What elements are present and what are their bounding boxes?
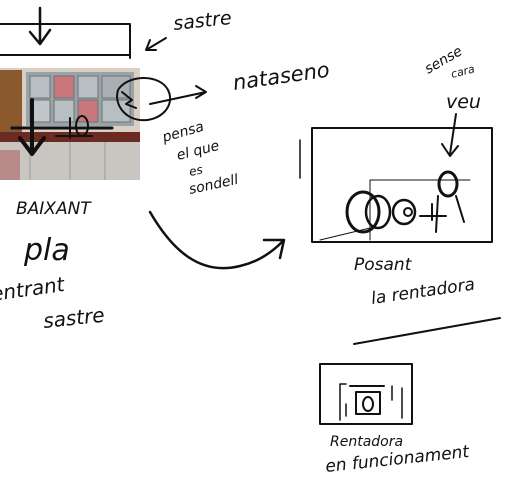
panel-3-washing-machine — [340, 384, 402, 420]
curved-transition-arrow-icon — [150, 212, 284, 268]
cara-line: cara — [450, 62, 477, 80]
posant-line: Posant — [354, 255, 413, 275]
sastre-line: sastre — [42, 303, 106, 333]
arrow-to-character-icon — [442, 114, 458, 156]
label-pla: pla — [23, 233, 70, 268]
arrow-to-nataseno-icon — [150, 86, 206, 104]
veu-line: veu — [446, 91, 481, 113]
es-line: es — [188, 162, 204, 179]
panel-1-frame — [0, 24, 130, 58]
la-rentadora-line: la rentadora — [370, 275, 476, 309]
label-rentadora-en-funcionament: Rentadora en funcionament — [324, 434, 471, 477]
divider-line — [354, 318, 500, 344]
entrant-line: entrant — [0, 272, 67, 306]
label-entrant-sastre: entrant sastre — [0, 272, 106, 333]
label-nataseno: nataseno — [231, 58, 331, 95]
el-que-line: el que — [175, 138, 221, 164]
down-arrow-icon — [30, 8, 50, 44]
label-sastre: sastre — [172, 7, 232, 35]
label-sense-cara-veu: sense cara veu — [422, 43, 481, 113]
pointer-arrow-icon — [146, 38, 166, 50]
label-posant-la-rentadora: Posant la rentadora — [354, 255, 476, 309]
panel-2-frame — [300, 128, 492, 242]
label-baixant: BAIXANT — [16, 199, 92, 219]
panel-2-drawing — [320, 172, 470, 240]
label-pensa-el-que-es-sondell: pensa el que es sondell — [160, 119, 240, 198]
rentadora-line: Rentadora — [330, 434, 403, 450]
